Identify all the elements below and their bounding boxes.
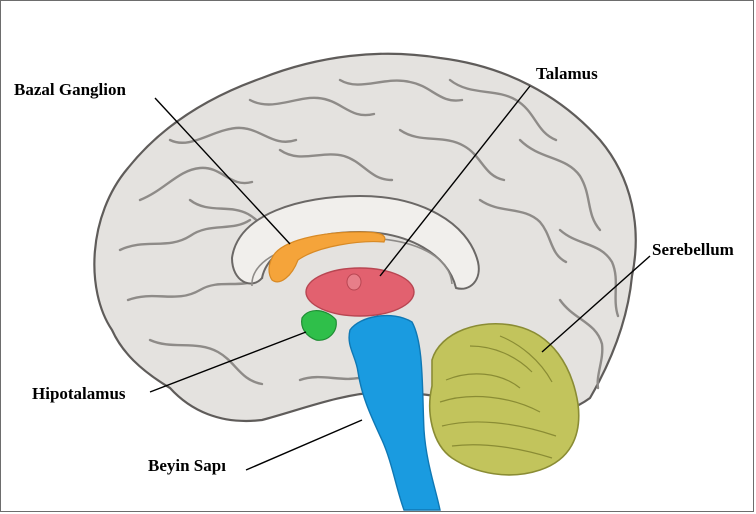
thalamus-region (306, 268, 414, 316)
label-thalamus: Talamus (536, 64, 598, 84)
label-basal-ganglia: Bazal Ganglion (14, 80, 126, 100)
thalamus-highlight (347, 274, 361, 290)
label-brainstem: Beyin Sapı (148, 456, 226, 476)
label-cerebellum: Serebellum (652, 240, 734, 260)
label-hypothalamus: Hipotalamus (32, 384, 126, 404)
leader-brainstem (246, 420, 362, 470)
